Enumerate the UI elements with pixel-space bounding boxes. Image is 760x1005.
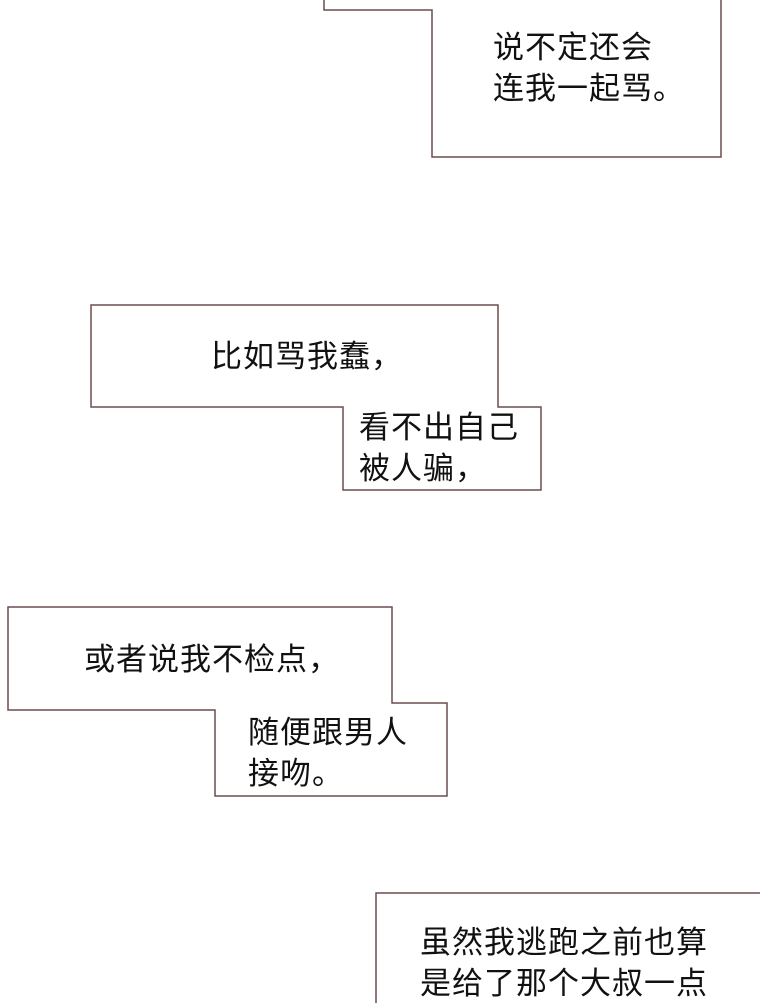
caption-text: 随便跟男人 接吻。 [248,715,408,792]
caption-box-3 [7,606,448,797]
caption-text: 看不出自己 被人骗， [359,410,519,487]
caption-box-2 [90,304,542,491]
caption-box-1 [323,0,722,158]
caption-text: 虽然我逃跑之前也算 是给了那个大叔一点 [420,925,708,1002]
caption-text: 比如骂我蠢， [211,339,403,375]
caption-text: 说不定还会 连我一起骂。 [493,30,685,107]
caption-text: 或者说我不检点， [84,642,340,678]
caption-box-4 [375,892,760,1003]
